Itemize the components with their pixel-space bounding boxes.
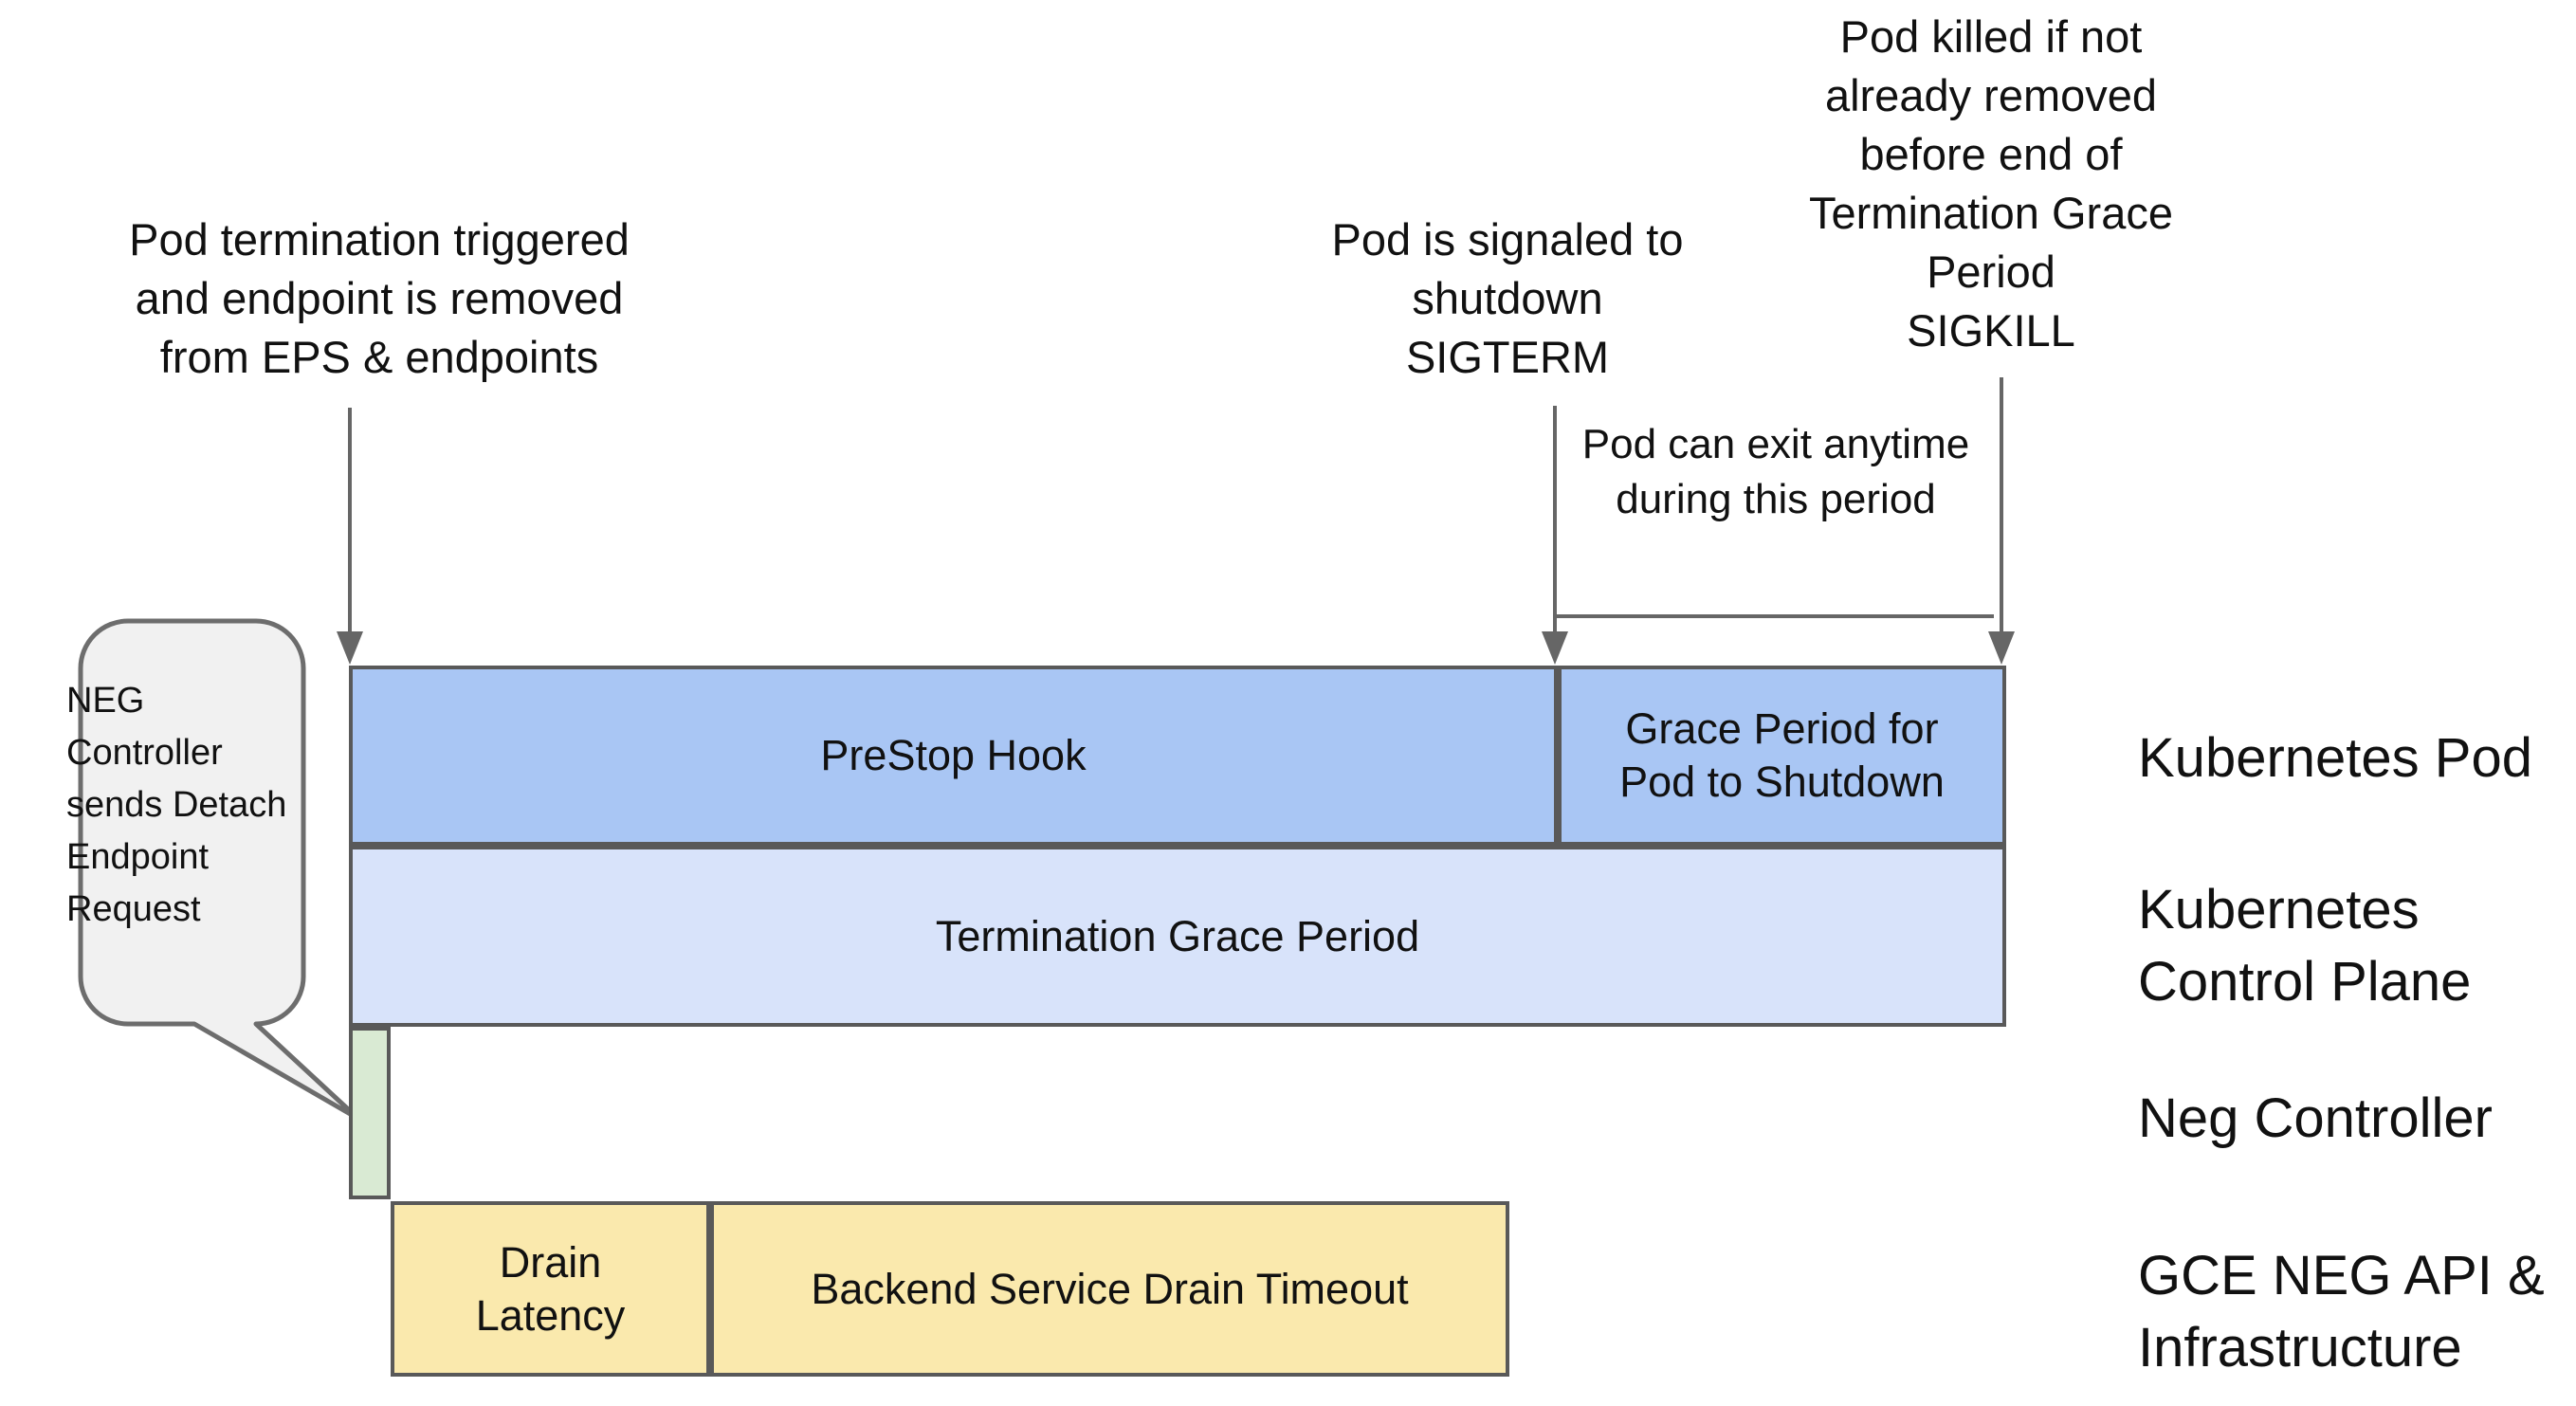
bar-neg-detach xyxy=(349,1027,391,1199)
row-label-kubernetes-pod: Kubernetes Pod xyxy=(2138,727,2532,789)
row-label-kubernetes-control-plane: Kubernetes Control Plane xyxy=(2138,879,2472,1013)
row-label-gce-neg-api: GCE NEG API & Infrastructure xyxy=(2138,1245,2545,1379)
annotation-sigterm: Pod is signaled to shutdown SIGTERM xyxy=(1331,214,1684,382)
bar-grace-period-shutdown-label: Grace Period for Pod to Shutdown xyxy=(1619,704,1945,806)
arrow-head-sigterm-icon xyxy=(1542,631,1568,665)
annotation-sigkill: Pod killed if not already removed before… xyxy=(1809,11,2173,356)
bar-prestop-hook-label: PreStop Hook xyxy=(820,731,1087,779)
bar-termination-grace-period: Termination Grace Period xyxy=(349,846,2006,1027)
bar-drain-latency: Drain Latency xyxy=(391,1201,710,1377)
bar-backend-drain-timeout: Backend Service Drain Timeout xyxy=(710,1201,1509,1377)
bar-backend-drain-timeout-label: Backend Service Drain Timeout xyxy=(811,1264,1409,1313)
bar-termination-grace-period-label: Termination Grace Period xyxy=(935,911,1420,960)
annotation-pod-termination: Pod termination triggered and endpoint i… xyxy=(129,214,630,382)
row-label-neg-controller: Neg Controller xyxy=(2138,1087,2493,1149)
bar-prestop-hook: PreStop Hook xyxy=(349,666,1558,846)
arrow-head-pod-termination-icon xyxy=(337,631,363,665)
bar-grace-period-shutdown: Grace Period for Pod to Shutdown xyxy=(1558,666,2006,846)
speech-bubble-text: NEG Controller sends Detach Endpoint Req… xyxy=(66,681,287,929)
annotation-pod-can-exit: Pod can exit anytime during this period xyxy=(1581,421,1970,522)
bar-drain-latency-label: Drain Latency xyxy=(475,1237,626,1340)
arrow-head-sigkill-icon xyxy=(1988,631,2015,665)
